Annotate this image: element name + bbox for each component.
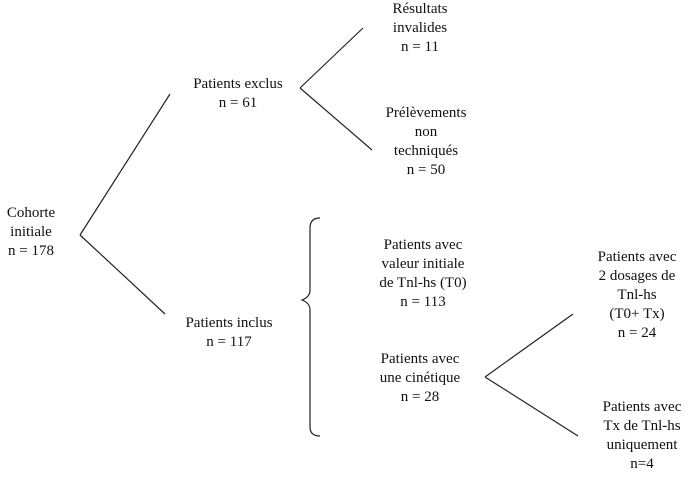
- connector-cohorte-inclus: [79, 234, 166, 315]
- deux-dosages-line-3: Tnl-hs: [617, 287, 657, 303]
- cohorte-line-3: n = 178: [8, 243, 54, 259]
- deux-dosages-line-1: Patients avec: [597, 249, 677, 265]
- cinetique-line-2: une cinétique: [379, 370, 461, 386]
- tx-uniquement-line-2: Tx de Tnl-hs: [603, 418, 681, 434]
- invalides-line-1: Résultats: [392, 1, 448, 17]
- cinetique-line-3: n = 28: [400, 389, 440, 405]
- tx-uniquement-line-3: uniquement: [606, 437, 678, 453]
- valeur-initiale-line-1: Patients avec: [383, 237, 463, 253]
- node-patients-inclus: Patients inclus n = 117: [167, 314, 291, 352]
- node-tx-uniquement: Patients avec Tx de Tnl-hs uniquement n=…: [586, 398, 698, 474]
- connector-cinetique-deux-dosages: [484, 313, 574, 378]
- valeur-initiale-line-3: de Tnl-hs (T0): [379, 275, 467, 291]
- exclus-line-1: Patients exclus: [193, 76, 283, 92]
- deux-dosages-line-2: 2 dosages de: [598, 268, 676, 284]
- non-techniques-line-4: n = 50: [406, 162, 446, 178]
- cinetique-line-1: Patients avec: [380, 351, 460, 367]
- valeur-initiale-line-2: valeur initiale: [381, 256, 465, 272]
- tx-uniquement-line-1: Patients avec: [602, 399, 682, 415]
- deux-dosages-line-5: n = 24: [617, 325, 657, 341]
- node-cohorte-initiale: Cohorte initiale n = 178: [0, 204, 62, 261]
- connector-cohorte-exclus: [79, 93, 171, 236]
- node-cinetique: Patients avec une cinétique n = 28: [355, 350, 485, 407]
- deux-dosages-line-4: (T0+ Tx): [609, 306, 665, 322]
- inclus-line-1: Patients inclus: [185, 315, 273, 331]
- connector-exclus-invalides: [299, 27, 364, 89]
- invalides-line-2: invalides: [392, 20, 448, 36]
- non-techniques-line-2: non: [414, 124, 438, 140]
- non-techniques-line-1: Prélèvements: [385, 105, 467, 121]
- valeur-initiale-line-4: n = 113: [400, 294, 446, 310]
- cohorte-line-1: Cohorte: [6, 205, 56, 221]
- node-deux-dosages: Patients avec 2 dosages de Tnl-hs (T0+ T…: [582, 248, 692, 343]
- inclus-line-2: n = 117: [206, 334, 252, 350]
- connector-cinetique-tx-uniquement: [484, 376, 579, 437]
- bracket-inclus: [300, 217, 321, 437]
- connector-exclus-non-techniques: [299, 87, 373, 151]
- node-prelevements-non-techniques: Prélèvements non techniqués n = 50: [370, 104, 482, 180]
- invalides-line-3: n = 11: [401, 39, 439, 55]
- node-resultats-invalides: Résultats invalides n = 11: [372, 0, 468, 57]
- exclus-line-2: n = 61: [218, 95, 258, 111]
- node-valeur-initiale: Patients avec valeur initiale de Tnl-hs …: [358, 236, 488, 312]
- tx-uniquement-line-4: n=4: [630, 456, 654, 472]
- node-patients-exclus: Patients exclus n = 61: [176, 75, 300, 113]
- non-techniques-line-3: techniqués: [393, 143, 459, 159]
- cohorte-line-2: initiale: [10, 224, 52, 240]
